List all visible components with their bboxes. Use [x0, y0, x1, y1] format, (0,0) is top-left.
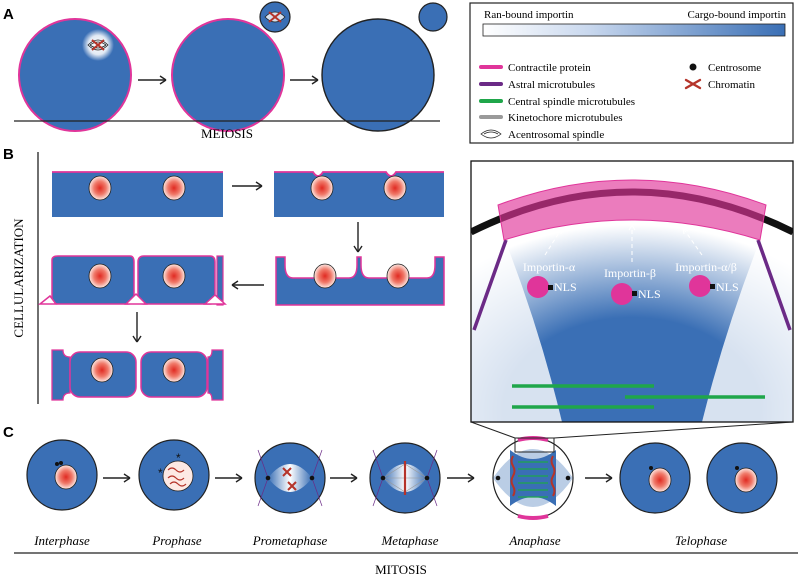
mitosis-label: MITOSIS [375, 562, 427, 577]
cellularization-stage-1 [52, 171, 223, 217]
legend-central: Central spindle microtubules [508, 96, 635, 108]
metaphase-cell [369, 442, 441, 514]
importin-beta: Importin-β NLS [604, 224, 661, 305]
legend-contractile: Contractile protein [508, 62, 591, 74]
legend-chromatin: Chromatin [708, 79, 756, 91]
phase-label-prophase: Prophase [151, 533, 202, 548]
importin-beta-nls: NLS [638, 287, 661, 301]
meiosis-cell-3 [321, 2, 448, 132]
centrosome-icon [689, 63, 697, 71]
telophase-cells [619, 442, 778, 514]
centrosome-icon [649, 466, 653, 470]
anaphase-cell [492, 436, 574, 520]
centrosome-icon [265, 475, 271, 481]
arrow-icon [447, 473, 475, 483]
phase-label-prometaphase: Prometaphase [252, 533, 328, 548]
legend-astral: Astral microtubules [508, 79, 595, 91]
nucleus-icon [88, 175, 112, 201]
centrosome-icon [55, 462, 59, 466]
nucleus-icon [54, 464, 78, 490]
phase-label-interphase: Interphase [33, 533, 90, 548]
importin-alpha-nls: NLS [554, 280, 577, 294]
importin-beta-label: Importin-β [604, 266, 656, 280]
arrow-icon [103, 473, 131, 483]
centrosome-icon [309, 475, 315, 481]
arrow-icon [232, 181, 263, 191]
centrosome-icon [380, 475, 386, 481]
importin-alpha-beta-label: Importin-α/β [675, 260, 737, 274]
nucleus-icon [313, 263, 337, 289]
legend: Ran-bound importin Cargo-bound importin … [469, 2, 794, 144]
panel-b-letter: B [3, 146, 14, 163]
legend-kinetochore: Kinetochore microtubules [508, 112, 623, 124]
nucleus-icon [162, 175, 186, 201]
meiosis-cell-1 [18, 18, 132, 132]
arrow-icon [585, 473, 613, 483]
centrosome-icon [565, 475, 571, 481]
arrow-icon [330, 473, 358, 483]
zoom-panel: Importin-α NLS Importin-β NLS Importin-α… [470, 160, 794, 423]
cellularization-stage-2 [274, 171, 444, 217]
centrosome-icon [59, 461, 63, 465]
meiosis-cell-2 [171, 1, 291, 132]
arrow-icon [138, 75, 167, 85]
prophase-cell: * * [138, 439, 210, 511]
importin-alpha-beta-nls: NLS [716, 280, 739, 294]
central-spindle-microtubules [512, 384, 765, 409]
nucleus-icon [88, 263, 112, 289]
panel-c-letter: C [3, 424, 14, 441]
interphase-cell [26, 439, 98, 511]
acentrosomal-spindle-icon [264, 11, 286, 23]
legend-gradient-left-label: Ran-bound importin [484, 9, 574, 21]
zoom-connector-right [553, 421, 794, 439]
cellularization-label: CELLULARIZATION [11, 218, 26, 338]
centrosome-icon [495, 475, 501, 481]
zoom-connector-left [470, 421, 516, 439]
centrosome-icon [735, 466, 739, 470]
acentrosomal-spindle-icon [480, 129, 502, 139]
arrow-icon [353, 222, 363, 253]
importin-alpha-beta: Importin-α/β NLS [675, 227, 739, 297]
acentrosomal-spindle-icon [87, 39, 109, 51]
svg-text:*: * [176, 451, 181, 465]
centrosome-icon [424, 475, 430, 481]
arrow-icon [132, 312, 142, 343]
phase-label-telophase: Telophase [675, 533, 727, 548]
phase-label-anaphase: Anaphase [508, 533, 561, 548]
panel-a-letter: A [3, 6, 14, 23]
nucleus-icon [386, 263, 410, 289]
cellularization-stage-4 [37, 255, 227, 306]
contractile-ring [497, 179, 767, 241]
meiosis-label: MEIOSIS [201, 126, 253, 141]
nucleus-icon [734, 467, 758, 493]
contractile-ring-bottom [517, 514, 549, 520]
legend-gradient-bar [482, 23, 786, 37]
nucleus-icon [90, 357, 114, 383]
arrow-icon [215, 473, 243, 483]
svg-text:*: * [158, 466, 163, 480]
legend-centrosome: Centrosome [708, 62, 761, 74]
prometaphase-cell [254, 442, 326, 514]
nucleus-icon [310, 175, 334, 201]
nucleus-icon [383, 175, 407, 201]
arrow-icon [290, 75, 319, 85]
chromatin-icon [684, 78, 702, 90]
cellularization-stage-5 [51, 349, 224, 401]
legend-acentrosomal: Acentrosomal spindle [508, 129, 604, 141]
legend-gradient-right-label: Cargo-bound importin [688, 9, 787, 21]
nucleus-icon [162, 263, 186, 289]
nucleus-icon [162, 357, 186, 383]
cellularization-stage-3 [275, 256, 445, 306]
arrow-icon [231, 280, 264, 290]
importin-alpha: Importin-α NLS [523, 227, 577, 298]
anaphase-zoom-box [514, 437, 555, 453]
importin-alpha-label: Importin-α [523, 260, 576, 274]
nucleus-icon [648, 467, 672, 493]
phase-label-metaphase: Metaphase [380, 533, 438, 548]
